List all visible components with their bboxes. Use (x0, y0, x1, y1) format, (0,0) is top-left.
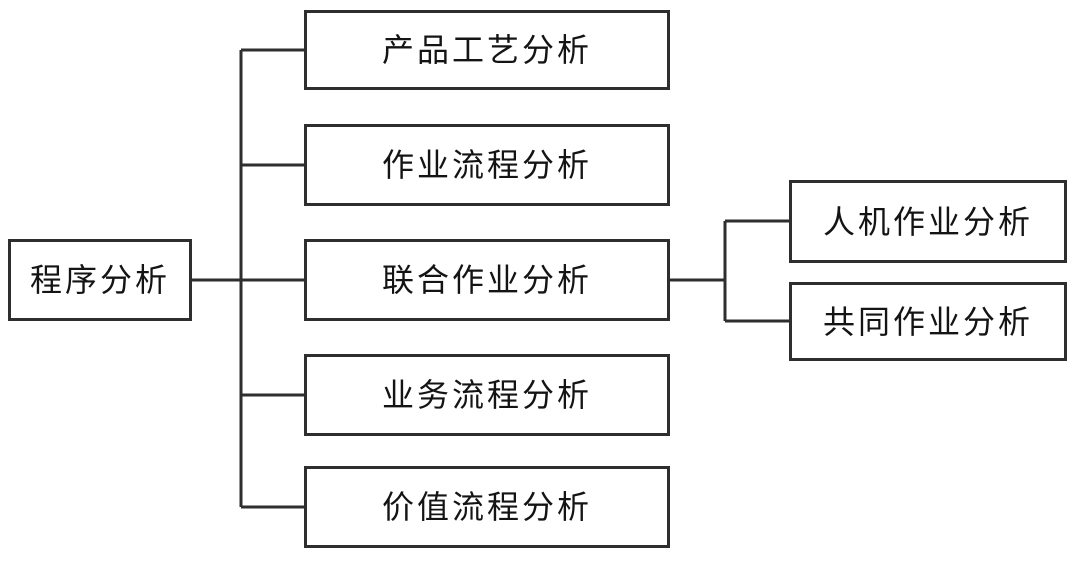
node-business-flow-analysis-label: 业务流程分析 (381, 377, 592, 413)
node-joint-operation-analysis: 联合作业分析 (304, 239, 670, 321)
node-operation-flow-analysis-label: 作业流程分析 (381, 147, 592, 183)
node-joint-operation-analysis-label: 联合作业分析 (381, 262, 592, 298)
node-business-flow-analysis: 业务流程分析 (304, 354, 670, 436)
node-common-operation-analysis: 共同作业分析 (789, 282, 1067, 361)
node-program-analysis: 程序分析 (8, 239, 192, 321)
node-common-operation-analysis-label: 共同作业分析 (822, 303, 1033, 340)
node-product-process-analysis-label: 产品工艺分析 (381, 32, 592, 68)
node-man-machine-operation-analysis-label: 人机作业分析 (822, 203, 1033, 240)
node-value-stream-analysis-label: 价值流程分析 (381, 489, 592, 525)
node-man-machine-operation-analysis: 人机作业分析 (789, 180, 1067, 263)
node-value-stream-analysis: 价值流程分析 (304, 466, 670, 548)
node-program-analysis-label: 程序分析 (29, 262, 170, 298)
node-operation-flow-analysis: 作业流程分析 (304, 124, 670, 206)
node-product-process-analysis: 产品工艺分析 (304, 10, 670, 90)
